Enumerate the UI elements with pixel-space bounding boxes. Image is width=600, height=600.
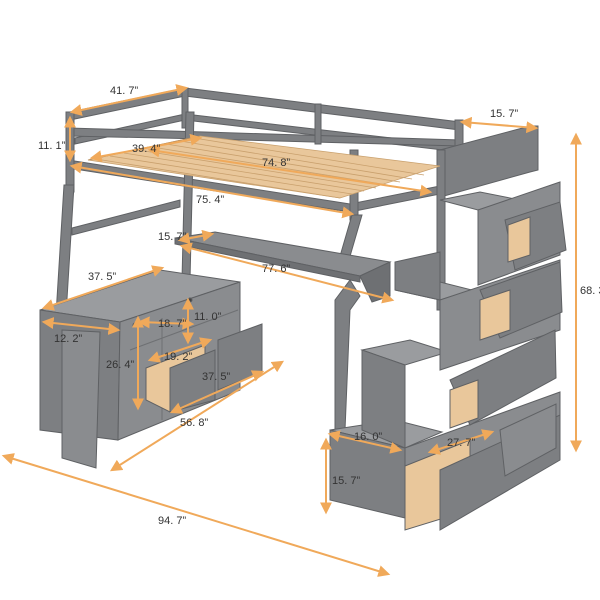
arrow-cabinet-length <box>41 265 165 311</box>
label-stair-depth: 15. 7” <box>490 108 518 120</box>
label-mattress-width: 39. 4” <box>132 143 160 155</box>
label-base-length: 56. 8” <box>180 417 208 429</box>
label-shelf-height: 11. 0” <box>194 311 222 323</box>
label-overall-length: 94. 7” <box>158 515 186 527</box>
arrow-cabinet-depth <box>41 317 121 335</box>
label-cabinet-length: 37. 5” <box>88 271 116 283</box>
label-guardrail-height: 11. 1” <box>38 140 66 152</box>
label-desk-length: 77. 6” <box>262 263 290 275</box>
label-bed-length: 75. 4” <box>196 194 224 206</box>
arrow-overall-length <box>1 453 391 577</box>
arrow-stair-depth <box>459 116 539 134</box>
arrow-base-length <box>109 360 285 472</box>
label-drawer-width: 19. 2” <box>164 351 192 363</box>
label-bed-width: 41. 7” <box>110 85 138 97</box>
label-cabinet-height: 26. 4” <box>106 359 134 371</box>
label-mattress-length: 74. 8” <box>262 157 290 169</box>
label-step-height: 15. 7” <box>332 475 360 487</box>
label-overall-height: 68. 3” <box>580 285 600 297</box>
label-drawer-depth: 27. 7” <box>447 437 475 449</box>
label-cabinet-depth: 12. 2” <box>54 333 82 345</box>
arrow-drawer-width <box>147 337 213 363</box>
arrow-bed-length <box>69 161 355 219</box>
label-step-width: 16. 0” <box>354 431 382 443</box>
arrow-desk-depth <box>177 229 215 245</box>
arrow-step-width <box>327 430 403 454</box>
label-shelf-width: 18. 7” <box>158 318 186 330</box>
arrow-desk-length <box>179 242 395 304</box>
arrow-bed-width <box>69 84 189 116</box>
arrow-mattress-width <box>89 133 203 163</box>
label-drawer-front: 37. 5” <box>202 371 230 383</box>
arrow-drawer-depth <box>427 429 495 455</box>
dimension-arrows <box>1 84 582 577</box>
label-desk-depth: 15. 7” <box>158 231 186 243</box>
staircase-drawers <box>404 201 567 531</box>
dimension-labels: 41. 7” 15. 7” 11. 1” 39. 4” 74. 8” 75. 4… <box>38 85 600 527</box>
